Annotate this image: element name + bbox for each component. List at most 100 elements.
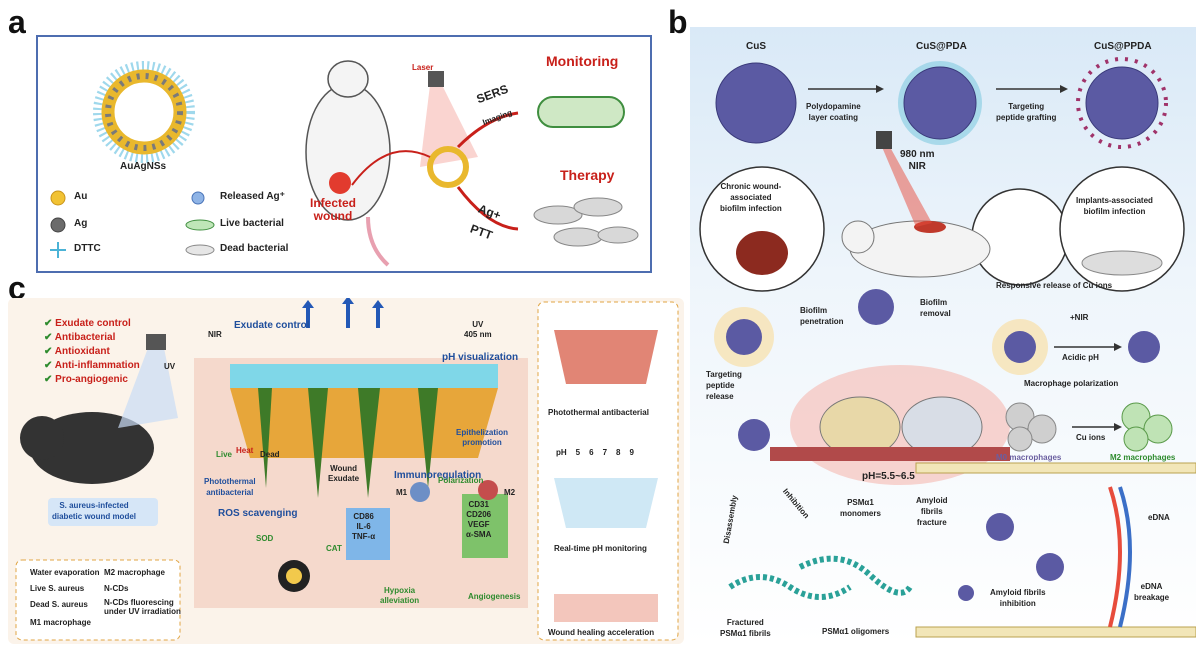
cus-sphere bbox=[715, 62, 797, 144]
fractured-label: Fractured PSMα1 fibrils bbox=[720, 618, 771, 638]
legend-ncds: N-CDs bbox=[104, 584, 129, 593]
monitoring-label: Monitoring bbox=[546, 53, 619, 69]
ph-tick-9: 9 bbox=[629, 448, 634, 457]
sod-label: SOD bbox=[256, 534, 274, 543]
edna-strand bbox=[1108, 486, 1122, 628]
biofilm-particle-2 bbox=[1036, 553, 1064, 581]
nir-label: 980 nm NIR bbox=[900, 149, 935, 172]
live-label: Live bbox=[216, 450, 233, 459]
auagnss-nanoshell bbox=[93, 61, 195, 163]
membrane-bottom bbox=[915, 626, 1196, 638]
m2-macrophage-2 bbox=[1143, 414, 1173, 444]
therapy-label: Therapy bbox=[560, 167, 615, 183]
m1-markers-label: CD86 IL-6 TNF-α bbox=[352, 512, 376, 541]
hydrogel-layer bbox=[230, 364, 498, 388]
m1-marker-box bbox=[346, 508, 390, 560]
implants-label: Implants-associated biofilm infection bbox=[1076, 196, 1153, 216]
panel-c-steps-box bbox=[537, 301, 679, 641]
nanoparticle-at-wound bbox=[427, 146, 469, 188]
oligomers-label: PSMα1 oligomers bbox=[822, 627, 890, 636]
legend-dead-bacterial-label: Dead bacterial bbox=[220, 243, 289, 254]
mouse-illustration-a bbox=[305, 60, 391, 267]
laser-beam bbox=[420, 85, 478, 167]
mouse-caption-box bbox=[48, 498, 158, 526]
step-wound-healing: Wound healing acceleration bbox=[548, 628, 655, 637]
edna-breakage-label: eDNA breakage bbox=[1134, 582, 1170, 602]
cus-pda-label: CuS@PDA bbox=[916, 41, 967, 52]
macrophage-polarization-label: Macrophage polarization bbox=[1024, 379, 1119, 388]
legend-water-evaporation: Water evaporation bbox=[30, 568, 100, 577]
uv-405-label: UV 405 nm bbox=[464, 320, 492, 339]
nir-beam bbox=[882, 147, 932, 227]
legend-m2-macrophage: M2 macrophage bbox=[104, 568, 165, 577]
ph-scale-label: pH bbox=[556, 448, 567, 457]
heat-label: Heat bbox=[236, 446, 254, 455]
step-photothermal: Photothermal antibacterial bbox=[548, 408, 649, 417]
panel-a-frame: AuAgNSs Au Ag DTTC Released Ag⁺ Live bac… bbox=[36, 35, 652, 273]
acidic-label: Acidic pH bbox=[1062, 353, 1099, 362]
immunoregulation-label: Immunoregulation bbox=[394, 470, 482, 481]
nir-laser-device-icon bbox=[876, 131, 892, 149]
nir-c-label: NIR bbox=[208, 330, 222, 339]
biofilm-particle-1 bbox=[986, 513, 1014, 541]
therapy-dead-bacteria bbox=[533, 197, 639, 247]
exudate-control-label: Exudate control bbox=[234, 320, 310, 331]
oligomers bbox=[798, 555, 913, 596]
panel-b-frame: CuS CuS@PDA CuS@PPDA Polydopamine layer … bbox=[690, 27, 1196, 645]
cu-release-particle-2 bbox=[1128, 331, 1160, 363]
cus-label: CuS bbox=[746, 41, 766, 52]
panel-letter-c: c bbox=[8, 270, 26, 306]
legend-dead-aureus: Dead S. aureus bbox=[30, 600, 88, 609]
ph-label: pH=5.5~6.5 bbox=[862, 471, 915, 482]
m1-label: M1 bbox=[396, 488, 408, 497]
polarization-label: Polarization bbox=[438, 476, 484, 485]
cus-ppda-label: CuS@PPDA bbox=[1094, 41, 1152, 52]
dttc-legend-icon bbox=[50, 242, 66, 258]
m2-marker-box bbox=[462, 494, 508, 558]
amyloid-inhibition-label: Amyloid fibrils inhibition bbox=[990, 588, 1046, 608]
legend-live-aureus: Live S. aureus bbox=[30, 584, 85, 593]
targeting-release-label: Targeting peptide release bbox=[706, 370, 742, 401]
m2-markers-label: CD31 CD206 VEGF α-SMA bbox=[466, 500, 492, 539]
biofilm-zoom-circle bbox=[971, 188, 1069, 286]
membrane-top bbox=[915, 462, 1196, 474]
ph-scale: pH 5 6 7 8 9 bbox=[556, 448, 634, 457]
m0-label: M0 macrophages bbox=[996, 453, 1062, 462]
cu-ions-label: Cu ions bbox=[1076, 433, 1106, 442]
panel-c-illustration bbox=[15, 298, 679, 641]
laser-device-icon bbox=[428, 71, 444, 87]
ptt-arrow bbox=[456, 186, 519, 231]
panel-c-legend-box bbox=[15, 559, 181, 641]
ag-legend-icon bbox=[50, 217, 66, 233]
released-particle bbox=[738, 419, 770, 451]
step2-label: Targeting peptide grafting bbox=[996, 102, 1057, 122]
panel-letter-a: a bbox=[8, 4, 26, 40]
panel-a-illustration bbox=[50, 60, 639, 267]
live-bacterial-legend-icon bbox=[185, 219, 215, 231]
tissue-layer bbox=[770, 447, 1010, 461]
ph-tick-8: 8 bbox=[616, 448, 621, 457]
m0-macrophage-3 bbox=[1007, 426, 1033, 452]
m2-macrophage-icon bbox=[478, 480, 498, 500]
check-exudate: ✔ Exudate control bbox=[44, 318, 131, 329]
m1-macrophage-icon bbox=[410, 482, 430, 502]
infected-wound-label: Infected wound bbox=[310, 196, 357, 223]
biofilm-penetration-label: Biofilm penetration bbox=[800, 306, 844, 326]
hypoxia-label: Hypoxia alleviation bbox=[380, 586, 420, 605]
au-legend-icon bbox=[50, 190, 66, 206]
m0-macrophage-2 bbox=[1027, 414, 1057, 444]
amyloid-fracture-label: Amyloid fibrils fracture bbox=[916, 496, 948, 527]
mouse-illustration-b bbox=[841, 220, 991, 278]
m2-c-label: M2 bbox=[504, 488, 516, 497]
mouse-caption: S. aureus-infected diabetic wound model bbox=[52, 501, 137, 521]
panel-b-illustration bbox=[699, 57, 1196, 638]
monitoring-bacterium bbox=[537, 96, 625, 128]
legend-ag-label: Ag bbox=[74, 218, 88, 229]
ph-visualization-label: pH visualization bbox=[442, 352, 519, 363]
check-pro-angiogenic: ✔ Pro-angiogenic bbox=[44, 374, 128, 385]
angiogenesis-label: Angiogenesis bbox=[468, 592, 521, 601]
check-antibacterial: ✔ Antibacterial bbox=[44, 332, 116, 343]
legend-m1-macrophage: M1 macrophage bbox=[30, 618, 91, 627]
sers-arrow bbox=[456, 111, 519, 149]
panel-c-frame: ✔ Exudate control ✔ Antibacterial ✔ Anti… bbox=[8, 298, 684, 644]
